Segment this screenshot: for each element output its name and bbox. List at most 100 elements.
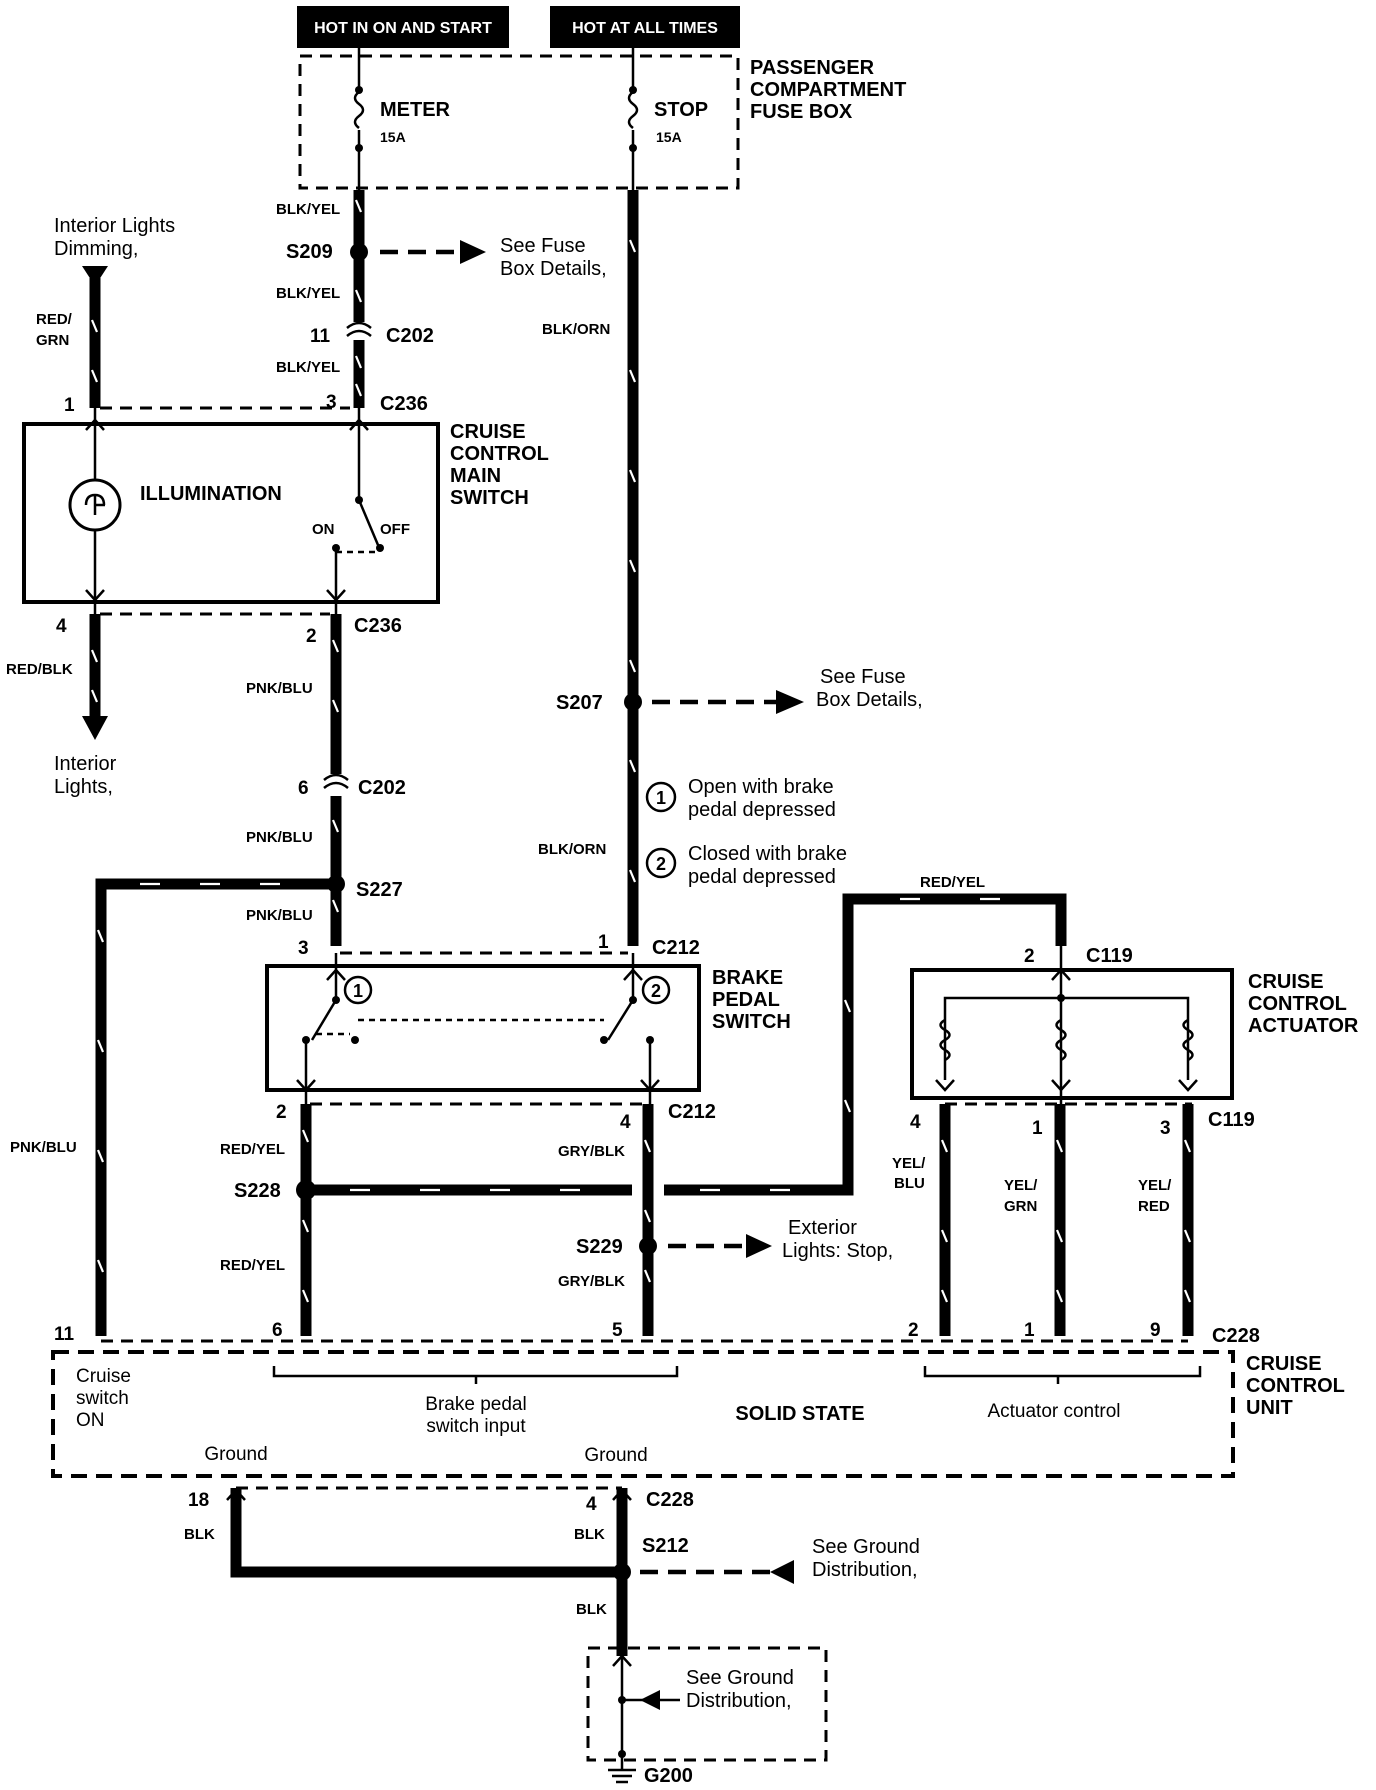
brake-pedal-input-line-1: Brake pedal	[425, 1394, 526, 1415]
wire-yel-grn	[1054, 1104, 1066, 1336]
control-unit-label-line-1: CRUISE	[1246, 1353, 1322, 1375]
see-ground-distribution-2-line-2: Distribution,	[686, 1690, 792, 1712]
stop-fuse-label: STOP	[654, 99, 708, 121]
exterior-lights-stop-line-1: Exterior	[788, 1217, 857, 1239]
wire-label-red-yel-1: RED/YEL	[220, 1141, 285, 1158]
connector-label-c119-top: C119	[1086, 945, 1133, 967]
interior-lights-line-1: Interior	[54, 753, 117, 775]
brake-switch-label-line-3: SWITCH	[712, 1011, 791, 1033]
stop-fuse-rating: 15A	[656, 129, 682, 145]
wire-label-red-grn-line-1: RED/	[36, 311, 73, 328]
svg-text:2: 2	[651, 981, 661, 1001]
wire-label-blk-2: BLK	[574, 1526, 605, 1543]
splice-label-s207: S207	[556, 692, 603, 714]
splice-s228	[296, 1180, 316, 1200]
actuator-solenoid-icons	[935, 946, 1198, 1104]
pin-c119-4: 4	[910, 1112, 921, 1133]
cruise-control-actuator	[910, 968, 1234, 1100]
main-switch-internals	[85, 408, 384, 614]
illumination-label: ILLUMINATION	[140, 483, 282, 505]
wire-blk-ground	[230, 1488, 628, 1656]
pin-c228-1: 1	[1024, 1320, 1035, 1341]
actuator-label-line-3: ACTUATOR	[1248, 1015, 1359, 1037]
connector-label-c212-top: C212	[652, 937, 700, 959]
connector-label-c236-top: C236	[380, 393, 428, 415]
splice-s227	[327, 875, 345, 893]
wire-label-gry-blk-1: GRY/BLK	[558, 1143, 625, 1160]
brake-switch-contact-1-marker: 1	[343, 975, 373, 1005]
see-fuse-box-details-2-line-2: Box Details,	[816, 689, 923, 711]
wire-label-pnk-blu-3: PNK/BLU	[246, 907, 313, 924]
see-fuse-box-details-1-line-2: Box Details,	[500, 258, 607, 280]
wire-pnk-blu-upper	[330, 614, 342, 946]
c228-pin-4-mark	[612, 1488, 632, 1501]
s209-fuse-box-details-arrow-icon	[380, 240, 486, 264]
wire-label-blk-orn-2: BLK/ORN	[538, 841, 606, 858]
splice-label-s209: S209	[286, 241, 333, 263]
pin-c212-4: 4	[620, 1112, 631, 1133]
pin-c228-18: 18	[188, 1490, 209, 1511]
wire-label-pnk-blu-1: PNK/BLU	[246, 680, 313, 697]
wire-label-yel-red-line-2: RED	[1138, 1198, 1170, 1215]
ground-left-label: Ground	[204, 1444, 267, 1465]
pin-c212-1: 1	[598, 932, 609, 953]
brake-switch-label-line-2: PEDAL	[712, 989, 780, 1011]
splice-label-s228: S228	[234, 1180, 281, 1202]
interior-lights-dimming-line-2: Dimming,	[54, 238, 138, 260]
legend-note-1-line-2: pedal depressed	[688, 799, 836, 821]
pin-c212-3: 3	[298, 938, 309, 959]
brake-pedal-switch	[265, 964, 701, 1092]
wire-yel-red	[1182, 1104, 1194, 1336]
wire-gry-blk	[642, 1104, 654, 1336]
pin-c236-4: 4	[56, 616, 67, 637]
pin-c228-4: 4	[586, 1494, 597, 1515]
pin-c228-6: 6	[272, 1320, 283, 1341]
wire-red-yel-s228-to-actuator	[306, 893, 1067, 1196]
fuse-box-label-line-3: FUSE BOX	[750, 101, 853, 123]
connector-label-c119-bottom: C119	[1208, 1109, 1255, 1131]
splice-label-s229: S229	[576, 1236, 623, 1258]
legend-note-2-line-1: Closed with brake	[688, 843, 847, 865]
cruise-switch-on-line-1: Cruise	[76, 1366, 131, 1387]
main-switch-label-line-2: CONTROL	[450, 443, 549, 465]
wire-label-blk-3: BLK	[576, 1601, 607, 1618]
pin-c119-2: 2	[1024, 946, 1035, 967]
ground-label-g200: G200	[644, 1765, 693, 1787]
cruise-control-main-switch	[22, 422, 440, 604]
pin-c236-3: 3	[326, 392, 337, 413]
legend-note-2: 2 Closed with brake pedal depressed	[645, 843, 847, 888]
wire-red-blk	[89, 614, 101, 716]
splice-s229	[639, 1237, 657, 1255]
fuse-box-label-line-1: PASSENGER	[750, 57, 875, 79]
cruise-control-unit	[51, 1350, 1235, 1478]
stop-fuse	[627, 48, 639, 190]
wire-label-blk-yel-3: BLK/YEL	[276, 359, 340, 376]
meter-fuse-rating: 15A	[380, 129, 406, 145]
pin-c228-9: 9	[1150, 1320, 1161, 1341]
wire-label-red-grn-line-2: GRN	[36, 332, 69, 349]
wire-label-pnk-blu-2: PNK/BLU	[246, 829, 313, 846]
actuator-control-bracket	[923, 1366, 1202, 1384]
meter-fuse	[353, 48, 365, 190]
solid-state-label: SOLID STATE	[735, 1403, 864, 1425]
pin-c236-1: 1	[64, 395, 75, 416]
actuator-label-line-1: CRUISE	[1248, 971, 1324, 993]
main-switch-label-line-4: SWITCH	[450, 487, 529, 509]
wire-label-blk-yel-2: BLK/YEL	[276, 285, 340, 302]
actuator-label-line-2: CONTROL	[1248, 993, 1347, 1015]
wire-label-yel-red-line-1: YEL/	[1138, 1177, 1172, 1194]
s207-fuse-box-details-arrow-icon	[652, 690, 804, 714]
wire-red-grn	[89, 278, 101, 408]
wire-label-pnk-blu-4: PNK/BLU	[10, 1139, 77, 1156]
s212-ground-distribution-arrow-icon	[640, 1560, 794, 1584]
connector-label-c212-bottom: C212	[668, 1101, 716, 1123]
wire-red-yel-brake	[300, 1104, 312, 1336]
interior-lights-dimming-arrow-icon	[82, 266, 108, 286]
illumination-bulb-icon	[68, 478, 122, 532]
pin-c202-6: 6	[298, 778, 309, 799]
wire-label-blk-1: BLK	[184, 1526, 215, 1543]
connector-label-c228-top: C228	[1212, 1325, 1260, 1347]
wire-label-yel-blu-line-2: BLU	[894, 1175, 925, 1192]
wire-yel-blu	[939, 1104, 951, 1336]
